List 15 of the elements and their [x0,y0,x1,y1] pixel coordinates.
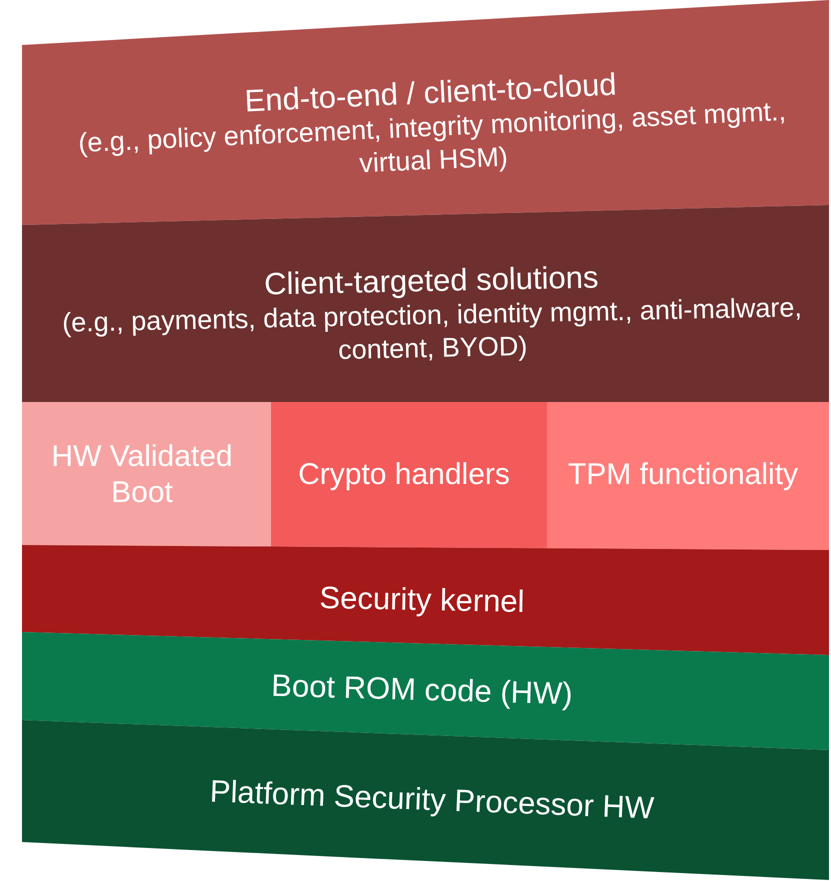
layer-title: HW Validated Boot [50,438,234,510]
layer-band [22,545,829,655]
layer-band [22,0,829,225]
layer-title: Client-targeted solutions [264,258,599,302]
module-box [271,402,547,548]
layer-title: Security kernel [319,579,525,621]
layer-title: TPM functionality [568,457,798,493]
module-box [22,402,271,547]
layer-title: Boot ROM code (HW) [270,667,574,713]
layer-title: Crypto handlers [298,457,510,493]
layer-band [22,632,829,750]
module-box [547,402,829,550]
layer-title: Platform Security Processor HW [209,772,655,828]
layer-band [22,205,829,402]
layer-band [22,720,829,880]
